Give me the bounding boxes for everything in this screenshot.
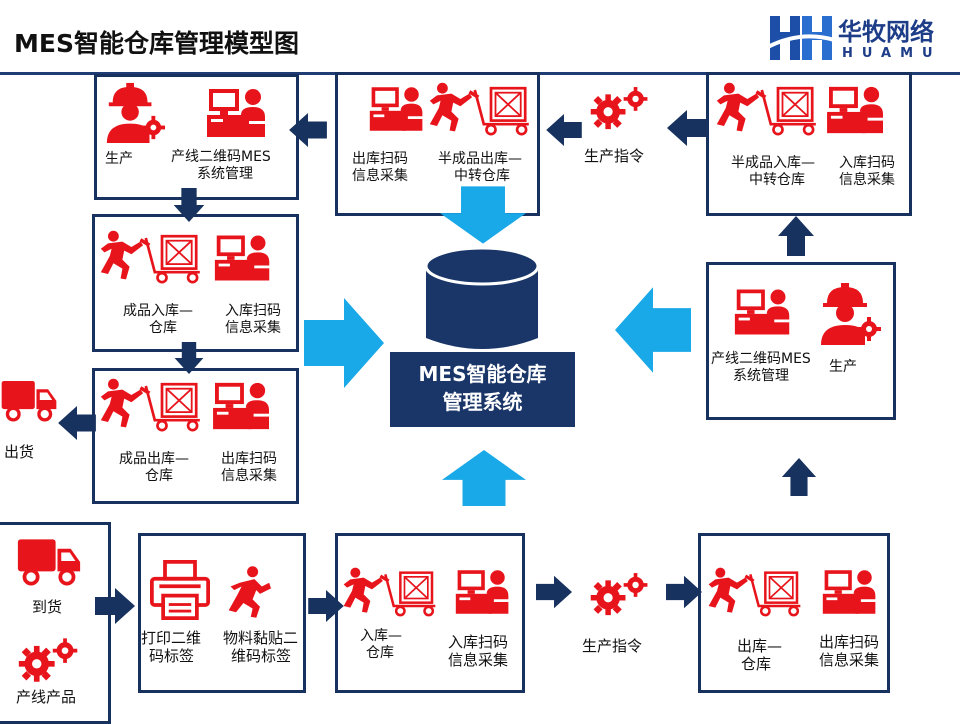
arrow-light-down-icon [440,186,526,244]
label-wh-out-1: 出库— [737,637,783,655]
runner-cart-icon [715,79,823,137]
label-wh-out-2: 仓库 [741,655,772,673]
box-finished-in: 成品入库— 仓库 入库扫码 信息采集 [92,214,299,352]
database-icon [424,246,540,349]
label-in-scan-1: 入库扫码 [225,303,281,319]
page-title: MES智能仓库管理模型图 [14,29,299,58]
runner-cart-icon [707,564,807,618]
worker-gear-icon [103,81,165,143]
label-production-order: 生产指令 [582,637,643,655]
label-out-scan-1: 出库扫码 [819,633,880,651]
runner-cart-icon [428,79,536,137]
computer-user-icon [821,566,879,618]
label-production: 生产 [105,151,133,167]
runner-cart-icon [342,564,442,618]
box-production-mes: 生产 产线二维码MES 系统管理 [94,74,299,200]
computer-user-icon [368,83,426,135]
label-arrival: 到货 [32,598,63,616]
box-finished-out: 成品出库— 仓库 出库扫码 信息采集 [92,368,299,504]
gears-icon [588,86,652,132]
logo-mark-icon [766,16,834,60]
label-semi-out-1: 半成品出库— [438,151,522,167]
label-out-scan-1: 出库扫码 [221,451,277,467]
arrow-dark-right-icon [306,590,346,622]
label-in-scan-2: 信息采集 [225,320,281,336]
runner-cart-icon [99,375,207,433]
label-mes-line1: 产线二维码MES [711,351,811,367]
box-warehouse-in: 入库— 仓库 入库扫码 信息采集 [335,533,525,693]
label-semi-out-2: 中转仓库 [454,168,510,184]
printer-icon [149,560,211,620]
runner-cart-icon [99,227,207,285]
runner-icon [225,564,271,620]
box-print-label: 打印二维 码标签 物料黏贴二 维码标签 [138,533,306,693]
arrow-dark-left-icon [543,114,585,146]
label-print-1: 打印二维 [141,629,202,647]
arrow-light-left-icon [615,282,691,378]
label-out-scan-2: 信息采集 [352,168,408,184]
box-semi-out-transfer: 出库扫码 信息采集 半成品出库— 中转仓库 [335,72,540,216]
computer-user-icon [205,85,269,141]
label-out-scan-1: 出库扫码 [352,151,408,167]
arrow-dark-up-icon [778,458,820,496]
label-fin-in-2: 仓库 [149,320,177,336]
arrow-dark-right-icon [666,574,702,610]
label-mes-line1: 产线二维码MES [171,149,271,165]
arrow-light-up-icon [442,448,526,508]
box-semi-in-transfer: 半成品入库— 中转仓库 入库扫码 信息采集 [706,72,912,216]
truck-icon [16,535,82,587]
arrow-light-right-icon [304,298,384,388]
computer-user-icon [733,285,793,339]
label-semi-in-2: 中转仓库 [749,172,805,188]
label-in-scan-2: 信息采集 [448,651,509,669]
box-arrival: 到货 产线产品 [0,522,111,724]
arrow-dark-right-icon [536,574,572,610]
mes-system-title-2: 管理系统 [442,390,523,414]
label-wh-in-2: 仓库 [366,645,394,661]
mes-system-title-1: MES智能仓库 [418,362,547,386]
gears-icon [588,572,652,618]
label-print-2: 码标签 [149,647,195,665]
mes-system-box: MES智能仓库 管理系统 [390,352,575,427]
label-production-order: 生产指令 [584,147,645,165]
label-line-product: 产线产品 [16,688,77,706]
label-in-scan-1: 入库扫码 [839,155,895,171]
arrow-dark-down-icon [170,188,208,222]
logo-text: 华牧网络 [838,18,934,46]
computer-user-icon [454,566,512,618]
label-ship-out: 出货 [4,443,35,461]
logo: 华牧网络 HUAMU [766,8,956,68]
label-wh-in-1: 入库— [360,628,402,644]
box-warehouse-out: 出库— 仓库 出库扫码 信息采集 [698,533,890,693]
label-out-scan-2: 信息采集 [819,651,880,669]
arrow-dark-left-icon [285,113,331,147]
label-fin-out-2: 仓库 [145,468,173,484]
label-semi-in-1: 半成品入库— [731,155,815,171]
arrow-dark-up-icon [776,216,816,256]
label-paste-2: 维码标签 [231,647,292,665]
arrow-dark-left-icon [666,110,708,146]
label-paste-1: 物料黏贴二 [223,629,299,647]
arrow-dark-left-icon [56,406,98,440]
arrow-dark-down-icon [170,342,208,374]
computer-user-icon [825,83,887,137]
label-mes-line2: 系统管理 [733,368,789,384]
gears-icon [16,637,82,685]
label-in-scan-2: 信息采集 [839,172,895,188]
arrow-dark-right-icon [94,588,136,624]
label-out-scan-2: 信息采集 [221,468,277,484]
label-in-scan-1: 入库扫码 [448,633,509,651]
computer-user-icon [211,379,273,433]
worker-gear-icon [817,281,881,345]
computer-user-icon [213,231,273,285]
label-production: 生产 [829,359,857,375]
logo-subtext: HUAMU [842,46,942,61]
truck-icon [0,376,58,424]
label-fin-out-1: 成品出库— [119,451,189,467]
box-mes-production: 产线二维码MES 系统管理 生产 [706,262,896,420]
label-fin-in-1: 成品入库— [123,303,193,319]
label-mes-line2: 系统管理 [197,166,253,182]
